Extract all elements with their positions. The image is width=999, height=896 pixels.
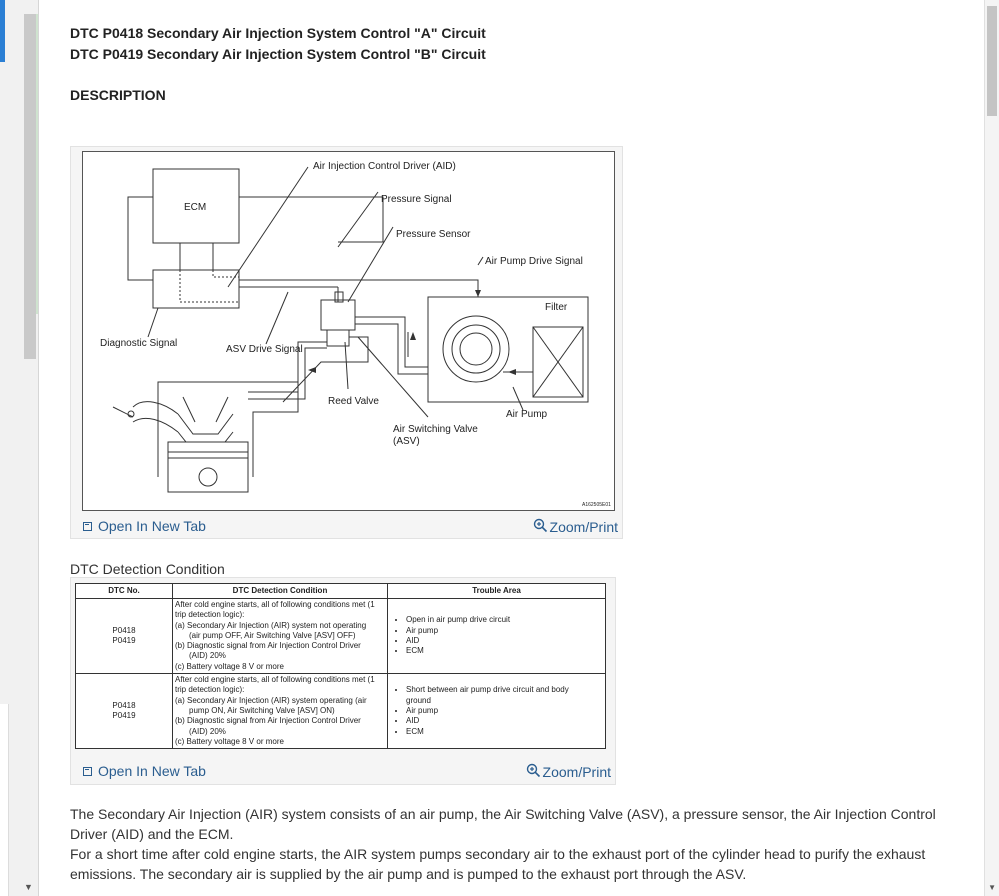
condition-line: (b) Diagnostic signal from Air Injection… — [175, 716, 361, 726]
ecm-box — [152, 168, 240, 244]
open-new-tab-label: Open In New Tab — [98, 763, 206, 779]
active-indicator — [0, 0, 5, 62]
dtc-table: DTC No. DTC Detection Condition Trouble … — [75, 583, 606, 750]
table-row: P0418 P0419 After cold engine starts, al… — [75, 673, 606, 750]
open-new-tab-icon — [83, 521, 92, 531]
left-lower-panel — [0, 704, 9, 896]
dtc-code: P0418 — [112, 700, 136, 710]
description-paragraph: The Secondary Air Injection (AIR) system… — [70, 804, 950, 884]
list-item: Air pump — [406, 706, 603, 716]
trouble-area-cell: Short between air pump drive circuit and… — [387, 673, 606, 750]
label-asv-drive-signal: ASV Drive Signal — [226, 344, 303, 355]
figure-code: A162505E01 — [582, 502, 611, 508]
page-title-line2: DTC P0419 Secondary Air Injection System… — [70, 46, 486, 62]
label-air-pump: Air Pump — [506, 409, 548, 420]
condition-line: After cold engine starts, all of followi… — [175, 675, 375, 685]
zoom-print-label: Zoom/Print — [542, 764, 611, 780]
page-title-line1: DTC P0418 Secondary Air Injection System… — [70, 25, 486, 41]
label-pressure-signal: Pressure Signal — [381, 194, 452, 205]
left-scroll-down-icon[interactable]: ▼ — [24, 882, 33, 892]
label-asv-line2: (ASV) — [393, 436, 420, 447]
paragraph-line: The Secondary Air Injection (AIR) system… — [70, 806, 936, 822]
page-scrollbar-thumb[interactable] — [987, 6, 997, 116]
zoom-print-label: Zoom/Print — [549, 519, 618, 535]
label-pump-drive-signal: Air Pump Drive Signal — [485, 256, 583, 267]
trouble-area-list: Short between air pump drive circuit and… — [390, 685, 603, 736]
dtc-table-container: DTC No. DTC Detection Condition Trouble … — [70, 577, 616, 785]
label-pressure-sensor: Pressure Sensor — [396, 229, 471, 240]
column-header: DTC Detection Condition — [172, 583, 388, 599]
list-item: ECM — [406, 727, 603, 737]
condition-line: pump ON, Air Switching Valve [ASV] ON) — [189, 705, 335, 715]
condition-cell: After cold engine starts, all of followi… — [172, 673, 388, 750]
column-header: Trouble Area — [387, 583, 606, 599]
dtc-code: P0419 — [112, 636, 136, 646]
list-item: Short between air pump drive circuit and… — [406, 685, 603, 706]
condition-line: (b) Diagnostic signal from Air Injection… — [175, 641, 361, 651]
condition-line: (AID) 20% — [189, 726, 226, 736]
table-open-new-tab-link[interactable]: Open In New Tab — [83, 763, 206, 779]
dtc-code: P0418 — [112, 625, 136, 635]
scroll-down-icon[interactable]: ▼ — [988, 883, 996, 892]
condition-line: trip detection logic): — [175, 610, 245, 620]
zoom-icon — [533, 518, 548, 536]
figure-zoom-print-link[interactable]: Zoom/Print — [533, 518, 618, 536]
figure-container: Air Injection Control Driver (AID) Press… — [70, 146, 623, 539]
dtc-codes-cell: P0418 P0419 — [75, 673, 173, 750]
diagram-svg: Air Injection Control Driver (AID) Press… — [100, 161, 611, 508]
page-scrollbar[interactable]: ▼ — [984, 0, 999, 896]
left-panel: ▼ — [0, 0, 39, 896]
system-diagram: Air Injection Control Driver (AID) Press… — [82, 151, 615, 511]
dtc-heading: DTC Detection Condition — [70, 561, 225, 577]
aid-box — [152, 269, 240, 309]
condition-line: (c) Battery voltage 8 V or more — [175, 736, 284, 746]
trouble-area-cell: Open in air pump drive circuit Air pump … — [387, 597, 606, 675]
label-aid: Air Injection Control Driver (AID) — [313, 161, 456, 172]
paragraph-line: Driver (AID) and the ECM. — [70, 826, 234, 842]
condition-line: (c) Battery voltage 8 V or more — [175, 661, 284, 671]
figure-footer: Open In New Tab Zoom/Print — [83, 518, 618, 536]
list-item: AID — [406, 716, 603, 726]
panel-divider — [36, 14, 38, 314]
condition-line: (AID) 20% — [189, 651, 226, 661]
label-filter: Filter — [545, 302, 568, 313]
dtc-codes-cell: P0418 P0419 — [75, 597, 173, 675]
list-item: Open in air pump drive circuit — [406, 615, 603, 625]
list-item: ECM — [406, 646, 603, 656]
trouble-area-list: Open in air pump drive circuit Air pump … — [390, 615, 603, 656]
label-diagnostic-signal: Diagnostic Signal — [100, 338, 177, 349]
condition-line: (a) Secondary Air Injection (AIR) system… — [175, 695, 367, 705]
table-row: P0418 P0419 After cold engine starts, al… — [75, 597, 606, 675]
paragraph-line: emissions. The secondary air is supplied… — [70, 866, 747, 882]
table-footer: Open In New Tab Zoom/Print — [83, 763, 611, 781]
condition-line: After cold engine starts, all of followi… — [175, 600, 375, 609]
list-item-text: ground — [406, 695, 431, 705]
list-item: Air pump — [406, 626, 603, 636]
list-item: AID — [406, 636, 603, 646]
dtc-code: P0419 — [112, 711, 136, 721]
condition-cell: After cold engine starts, all of followi… — [172, 597, 388, 675]
column-header: DTC No. — [75, 583, 173, 599]
zoom-icon — [526, 763, 541, 781]
label-asv-line1: Air Switching Valve — [393, 424, 478, 435]
table-header-row: DTC No. DTC Detection Condition Trouble … — [75, 583, 606, 599]
condition-line: (air pump OFF, Air Switching Valve [ASV]… — [189, 630, 356, 640]
label-ecm: ECM — [184, 202, 206, 213]
label-reed-valve: Reed Valve — [328, 396, 379, 407]
paragraph-line: For a short time after cold engine start… — [70, 846, 926, 862]
figure-open-new-tab-link[interactable]: Open In New Tab — [83, 518, 206, 534]
open-new-tab-label: Open In New Tab — [98, 518, 206, 534]
condition-line: (a) Secondary Air Injection (AIR) system… — [175, 620, 367, 630]
open-new-tab-icon — [83, 766, 92, 776]
left-scrollbar-thumb[interactable] — [24, 14, 36, 359]
table-zoom-print-link[interactable]: Zoom/Print — [526, 763, 611, 781]
section-heading: DESCRIPTION — [70, 87, 166, 103]
condition-line: trip detection logic): — [175, 685, 245, 695]
list-item-text: Short between air pump drive circuit and… — [406, 685, 569, 695]
